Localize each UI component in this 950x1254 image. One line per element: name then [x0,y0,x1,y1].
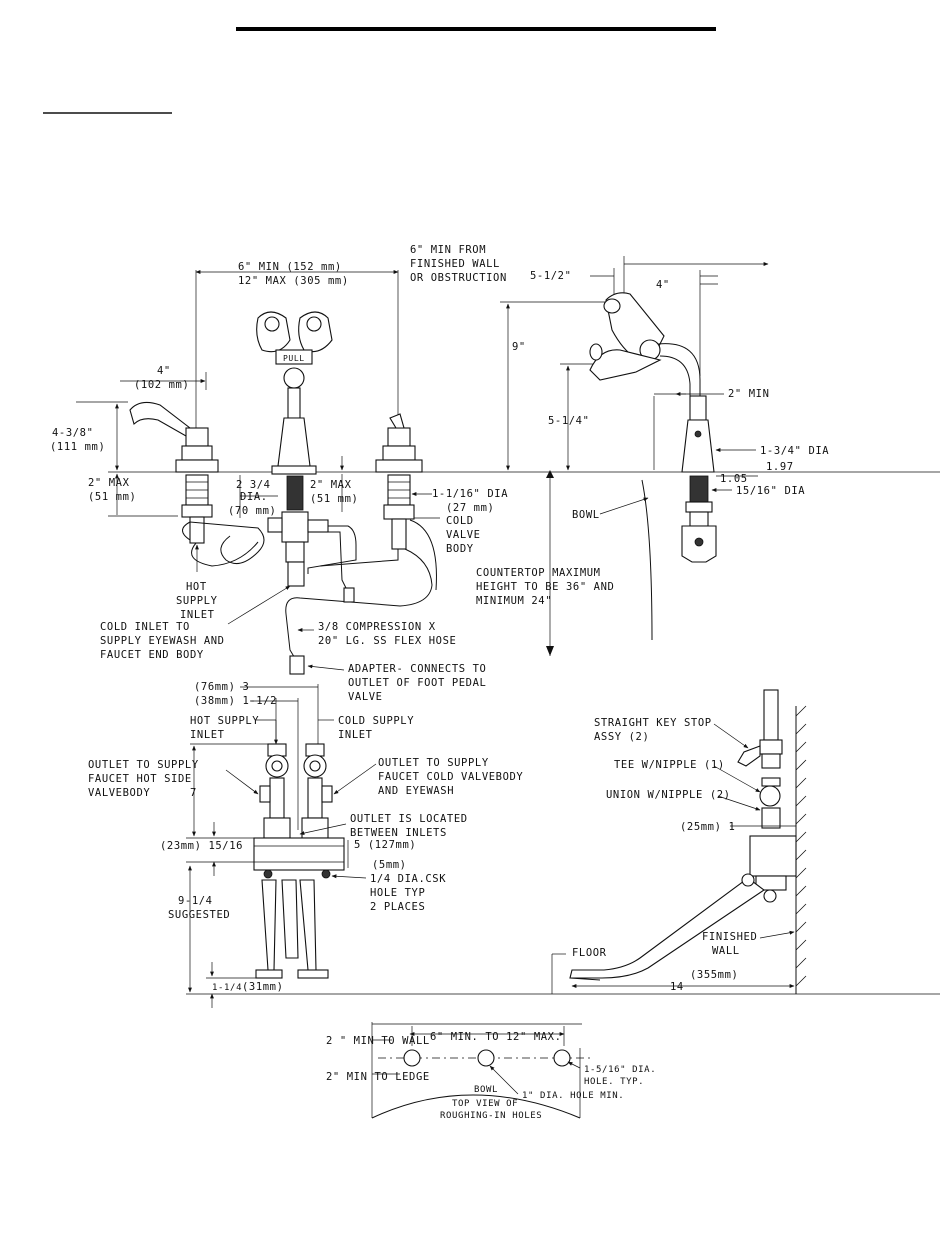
front-dim-1-1-16-mm: (27 mm) [446,502,494,514]
side-dim-2-min: 2" MIN [728,388,770,400]
finished-wall-1: FINISHED [702,931,757,943]
hole-csk-2: HOLE TYP [370,887,425,899]
hot-supply-inlet-label-2: INLET [190,729,225,741]
adapter-1: ADAPTER- CONNECTS TO [348,663,486,675]
cold-valve-body-label-2: VALVE [446,529,481,541]
outlet-cold-3: AND EYEWASH [378,785,454,797]
flex-hose-1: 3/8 COMPRESSION X [318,621,436,633]
top-view-1: TOP VIEW OF [452,1099,518,1109]
foot-valve-front-view: (76mm) 3 (38mm) 1-1/2 HOT SUPPLY INLET C… [88,681,940,1008]
dim-5-127: 5 (127mm) [354,839,416,851]
side-dim-1-3-4-dia: 1-3/4" DIA [760,445,829,457]
cold-inlet-note-3: FAUCET END BODY [100,649,204,661]
outlet-hot-3: VALVEBODY [88,787,150,799]
dim-23mm: (23mm) 15/16 [160,840,243,852]
top-bowl: BOWL [474,1085,498,1095]
front-dim-2-max-left: 2" MAX [88,477,130,489]
cold-supply-inlet-label-2: INLET [338,729,373,741]
side-min-wall-3: OR OBSTRUCTION [410,272,507,284]
flex-hose-2: 20" LG. SS FLEX HOSE [318,635,456,647]
outlet-cold-1: OUTLET TO SUPPLY [378,757,489,769]
side-dim-9: 9" [512,341,526,353]
front-spread-max: 12" MAX (305 mm) [238,275,349,287]
key-stop-1: STRAIGHT KEY STOP [594,717,712,729]
cold-valve-body-label-3: BODY [446,543,474,555]
front-dim-2-3-4-dia: DIA. [240,491,268,503]
front-dim-2-max-right-mm: (51 mm) [310,493,358,505]
foot-valve-side-view: STRAIGHT KEY STOP ASSY (2) TEE W/NIPPLE … [551,689,807,994]
front-elevation-view: 6" MIN (152 mm) 12" MAX (305 mm) 4" (102… [50,261,940,703]
countertop-note-1: COUNTERTOP MAXIMUM [476,567,601,579]
top-view-roughing-holes: 6" MIN. TO 12" MAX. 2 " MIN TO WALL 2" M… [326,1022,656,1121]
side-bowl-label: BOWL [572,509,600,521]
eyewash-pull-label: PULL [283,354,305,363]
side-min-wall-1: 6" MIN FROM [410,244,486,256]
front-dim-4: 4" [157,365,171,377]
top-hole-dia-1: 1-5/16" DIA. [584,1065,656,1075]
hot-supply-inlet-1: HOT [186,581,207,593]
dim-355mm: (355mm) [690,969,738,981]
dim-38mm: (38mm) 1-1/2 [194,695,277,707]
side-dim-1-05: 1.05 [720,473,748,485]
top-hole-dia-2: HOLE. TYP. [584,1077,644,1087]
front-dim-4-3-8: 4-3/8" [52,427,94,439]
adapter-2: OUTLET OF FOOT PEDAL [348,677,486,689]
dim-7: 7 [190,787,197,799]
top-2-min-ledge: 2" MIN TO LEDGE [326,1071,430,1083]
side-dim-5-1-2: 5-1/2" [530,270,572,282]
countertop-note-3: MINIMUM 24" [476,595,552,607]
side-elevation-view: 6" MIN FROM FINISHED WALL OR OBSTRUCTION… [410,244,829,656]
dim-5mm: (5mm) [372,859,407,871]
outlet-cold-2: FAUCET COLD VALVEBODY [378,771,523,783]
side-dim-1-97: 1.97 [766,461,794,473]
cold-inlet-note-1: COLD INLET TO [100,621,190,633]
side-dim-15-16-dia: 15/16" DIA [736,485,805,497]
tee-label: TEE W/NIPPLE (1) [614,759,725,771]
adapter-3: VALVE [348,691,383,703]
top-2-min-wall: 2 " MIN TO WALL [326,1035,430,1047]
dim-1-1-4: 1-1/4 [212,983,242,993]
cold-inlet-note-2: SUPPLY EYEWASH AND [100,635,225,647]
dim-9-1-4: 9-1/4 [178,895,213,907]
side-dim-4: 4" [656,279,670,291]
front-dim-1-1-16: 1-1/16" DIA [432,488,508,500]
dim-76mm: (76mm) 3 [194,681,249,693]
side-min-wall-2: FINISHED WALL [410,258,500,270]
union-label: UNION W/NIPPLE (2) [606,789,731,801]
dim-25mm: (25mm) 1 [680,821,735,833]
outlet-hot-1: OUTLET TO SUPPLY [88,759,199,771]
countertop-note-2: HEIGHT TO BE 36" AND [476,581,614,593]
outlet-between-2: BETWEEN INLETS [350,827,447,839]
front-dim-2-max-right: 2" MAX [310,479,352,491]
front-dim-2-3-4: 2 3/4 [236,479,271,491]
top-view-2: ROUGHING-IN HOLES [440,1111,542,1121]
top-hole-min: 1" DIA. HOLE MIN. [522,1091,624,1101]
front-dim-2-3-4-mm: (70 mm) [228,505,276,517]
front-spread-min: 6" MIN (152 mm) [238,261,342,273]
outlet-between-1: OUTLET IS LOCATED [350,813,468,825]
key-stop-2: ASSY (2) [594,731,649,743]
front-dim-4-3-8-mm: (111 mm) [50,441,105,453]
dim-14: 14 [670,981,684,993]
hole-csk-1: 1/4 DIA.CSK [370,873,446,885]
top-spread: 6" MIN. TO 12" MAX. [430,1031,562,1043]
side-dim-5-1-4: 5-1/4" [548,415,590,427]
hole-csk-3: 2 PLACES [370,901,425,913]
front-dim-4-mm: (102 mm) [134,379,189,391]
hot-supply-inlet-label-1: HOT SUPPLY [190,715,259,727]
hot-supply-inlet-3: INLET [180,609,215,621]
outlet-hot-2: FAUCET HOT SIDE [88,773,192,785]
front-dim-2-max-left-mm: (51 mm) [88,491,136,503]
cold-supply-inlet-label-1: COLD SUPPLY [338,715,414,727]
hot-supply-inlet-2: SUPPLY [176,595,218,607]
finished-wall-2: WALL [712,945,740,957]
floor-label: FLOOR [572,947,607,959]
cold-valve-body-label-1: COLD [446,515,474,527]
dim-9-1-4-suggested: SUGGESTED [168,909,230,921]
dim-31mm: (31mm) [242,981,284,993]
